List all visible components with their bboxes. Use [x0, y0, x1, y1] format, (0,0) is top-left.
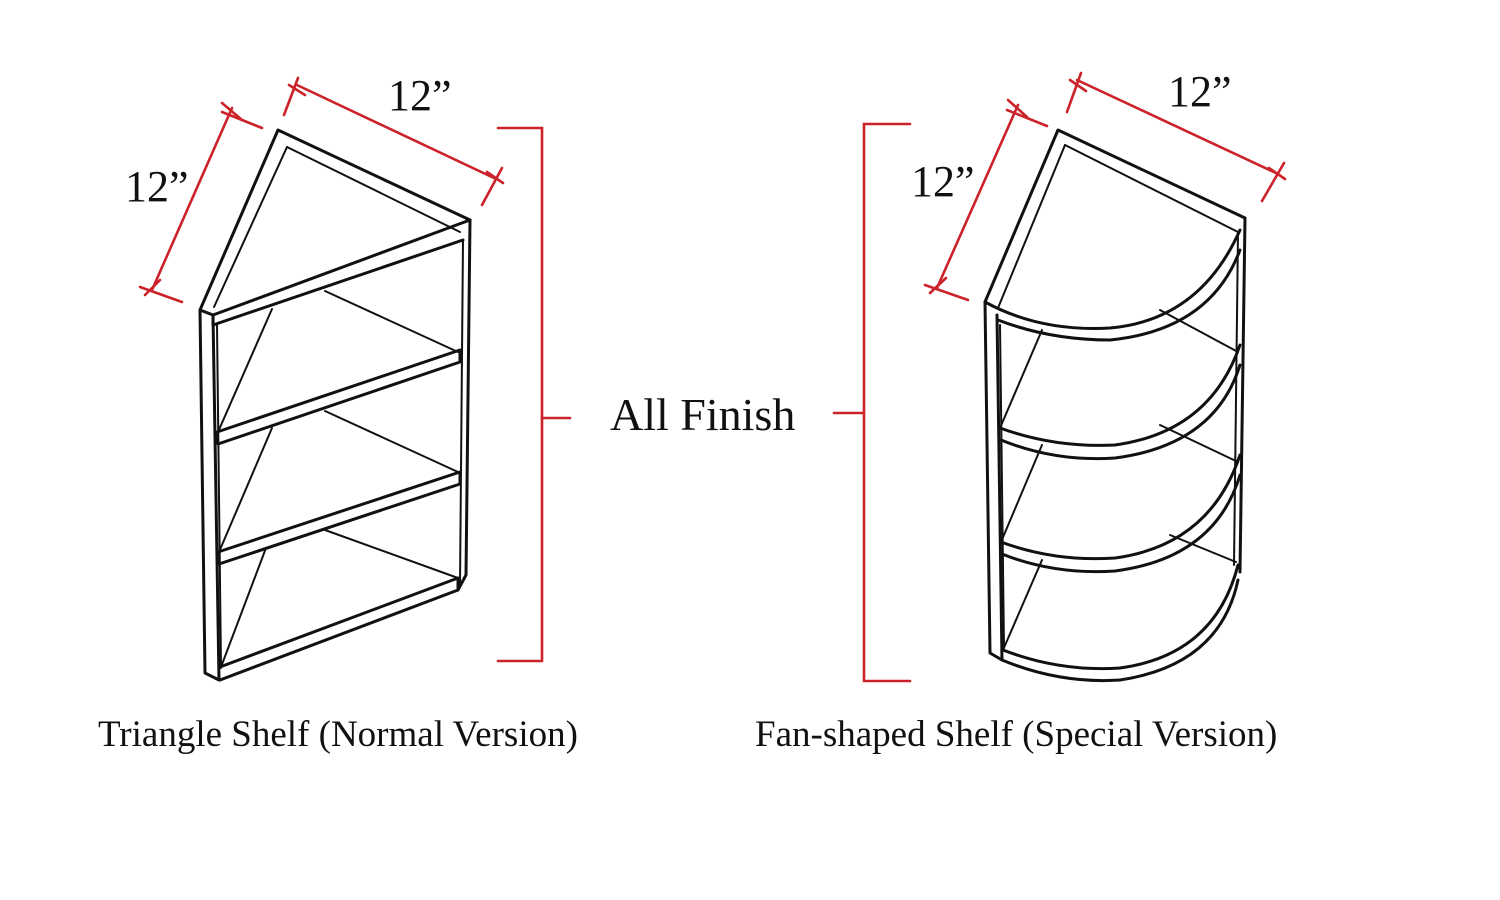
triangle-side-dimension: 12”: [125, 162, 189, 211]
triangle-shelf-drawing: [198, 128, 472, 682]
fan-side-dimension: 12”: [911, 157, 975, 206]
fan-top-dimension: 12”: [1168, 67, 1232, 116]
fan-shelf-dimensions: [832, 71, 1287, 683]
fan-shelf-caption: Fan-shaped Shelf (Special Version): [755, 714, 1277, 755]
triangle-shelf-dimensions: [138, 76, 572, 663]
triangle-top-dimension: 12”: [388, 71, 452, 120]
triangle-shelf-caption: Triangle Shelf (Normal Version): [98, 714, 578, 755]
fan-shelf-drawing: [983, 128, 1247, 683]
all-finish-label: All Finish: [610, 389, 795, 440]
